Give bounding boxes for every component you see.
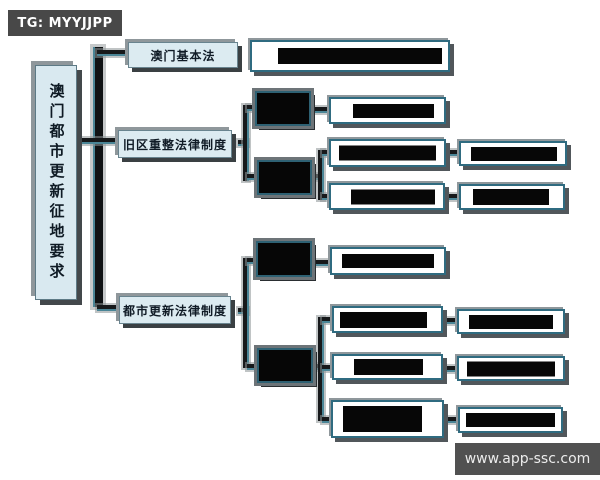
redacted-node xyxy=(256,241,312,277)
connector xyxy=(247,174,259,180)
connector xyxy=(443,318,457,324)
redacted-node xyxy=(457,309,565,334)
connector xyxy=(243,105,249,181)
connector xyxy=(312,174,322,180)
redaction-bar xyxy=(342,254,434,268)
redacted-node xyxy=(330,247,446,275)
redacted-node xyxy=(331,400,444,438)
redacted-node xyxy=(329,97,446,124)
branch-node-basic-law: 澳门基本法 xyxy=(128,42,238,68)
redaction-bar xyxy=(466,413,555,427)
connector xyxy=(247,258,257,264)
connector xyxy=(322,150,332,156)
connector xyxy=(443,366,457,372)
connector xyxy=(312,260,332,266)
connector xyxy=(322,317,334,323)
redacted-node xyxy=(250,40,450,72)
redaction-bar xyxy=(467,361,555,376)
redacted-node xyxy=(329,183,445,210)
redacted-node xyxy=(458,407,563,433)
connector xyxy=(444,417,458,423)
branch-node-urban-renewal-law: 都市更新法律制度 xyxy=(119,296,231,324)
telegram-watermark-badge: TG: MYYJJPP xyxy=(8,10,122,36)
main-trunk-line xyxy=(93,47,103,307)
connector xyxy=(446,150,460,156)
redacted-node xyxy=(255,91,311,126)
redacted-node xyxy=(332,306,443,333)
redaction-bar xyxy=(471,146,557,161)
redaction-bar xyxy=(351,189,435,204)
redaction-bar xyxy=(354,359,423,375)
redaction-bar xyxy=(340,311,427,328)
redaction-bar xyxy=(469,314,553,329)
redaction-bar xyxy=(353,103,434,118)
root-node: 澳门都市更新征地要求 xyxy=(35,65,77,300)
connector xyxy=(445,194,460,200)
redacted-node xyxy=(459,184,565,210)
connector xyxy=(247,364,259,370)
redacted-node xyxy=(332,354,443,380)
redacted-node xyxy=(257,348,313,383)
connector xyxy=(322,194,332,200)
redacted-node xyxy=(459,141,567,166)
connector xyxy=(247,105,257,111)
connector xyxy=(322,417,333,423)
redaction-bar xyxy=(473,189,549,205)
connector xyxy=(311,107,331,113)
connector xyxy=(243,258,249,368)
redacted-node xyxy=(329,139,446,167)
connector xyxy=(322,365,334,371)
branch-node-old-district-law: 旧区重整法律制度 xyxy=(118,130,232,158)
redaction-bar xyxy=(278,48,442,64)
redaction-bar xyxy=(343,406,422,432)
redacted-node xyxy=(257,160,312,195)
redaction-bar xyxy=(339,145,436,161)
connector-root-to-trunk xyxy=(75,138,121,144)
website-watermark-badge: www.app-ssc.com xyxy=(455,443,600,475)
connector xyxy=(313,364,322,370)
connector xyxy=(318,150,324,200)
connector-trunk-to-basic-law xyxy=(97,50,132,56)
redacted-node xyxy=(457,356,565,381)
connector-trunk-to-urban-renewal xyxy=(97,305,121,311)
